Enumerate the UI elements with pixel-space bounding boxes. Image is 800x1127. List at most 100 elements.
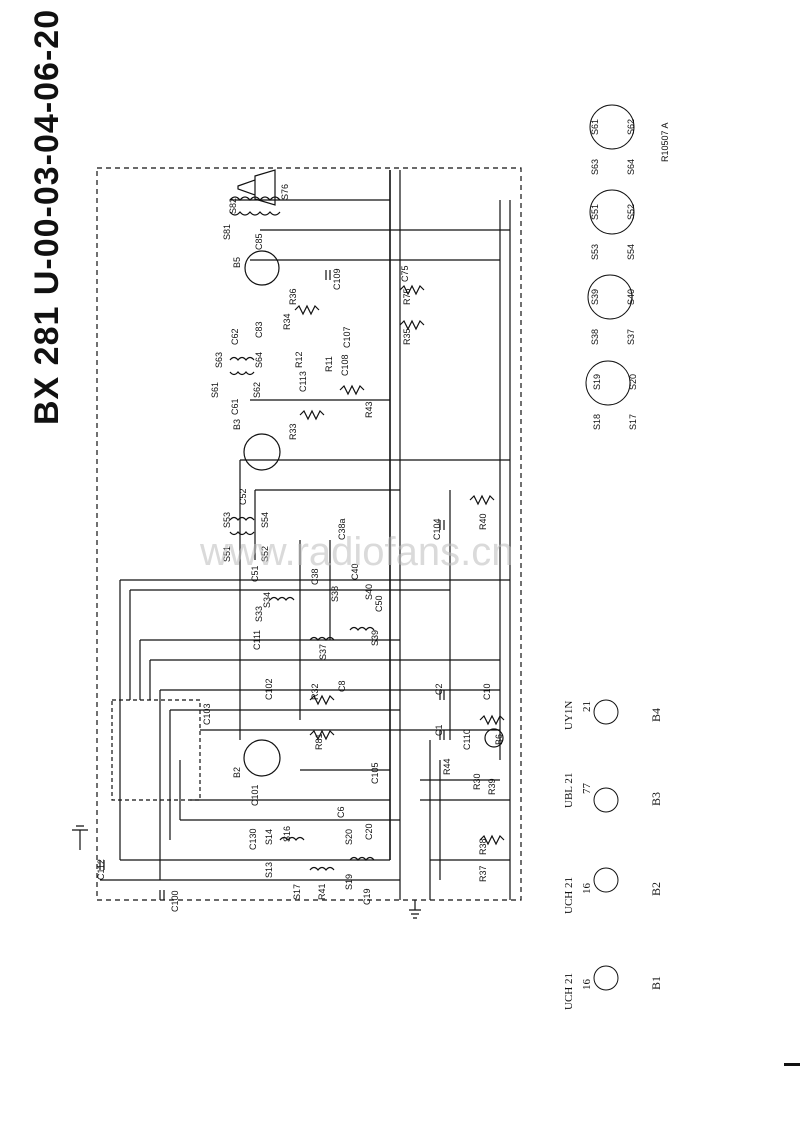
label-c102: C102: [264, 678, 274, 700]
tube-b4-type: UY1N: [563, 701, 575, 730]
label-c108: C108: [340, 354, 350, 376]
pin-base-4: [585, 360, 631, 406]
ground: [409, 900, 421, 919]
label-s63: S63: [214, 352, 224, 368]
label-c52: C52: [238, 488, 248, 505]
label-c20: C20: [364, 823, 374, 840]
label-c85: C85: [254, 233, 264, 250]
label-b6: B6: [494, 734, 504, 745]
label-c38a: C38a: [337, 518, 347, 540]
label-r75: R75: [402, 288, 412, 305]
pin-label: S52: [626, 204, 636, 220]
label-r81: R81: [314, 733, 324, 750]
label-c112: C112: [96, 859, 106, 880]
label-s64: S64: [254, 352, 264, 368]
label-r35: R35: [402, 328, 412, 345]
label-s19: S19: [344, 874, 354, 890]
label-r32: R32: [310, 683, 320, 700]
tube-b2-code: 16: [581, 883, 593, 895]
tube-b3-id: B3: [649, 792, 663, 806]
tube-b1-id: B1: [649, 976, 663, 990]
label-c110: C110: [462, 729, 472, 750]
tube-b2-type: UCH 21: [563, 877, 575, 914]
label-r40: R40: [478, 513, 488, 530]
label-c2: C2: [434, 683, 444, 695]
label-r38: R38: [478, 838, 488, 855]
label-s14: S14: [264, 829, 274, 845]
label-r44: R44: [442, 758, 452, 775]
label-c107: C107: [342, 326, 352, 348]
pin-label: S61: [590, 119, 600, 135]
tube-b6: [484, 728, 504, 748]
tube-b5: [244, 250, 280, 286]
label-c62: C62: [230, 328, 240, 345]
label-c83: C83: [254, 321, 264, 338]
label-s81: S81: [222, 224, 232, 240]
chassis-boundary: [96, 167, 522, 901]
label-r33: R33: [288, 423, 298, 440]
pin-label: S18: [592, 414, 602, 430]
pin-label: S51: [590, 204, 600, 220]
label-c111: C111: [252, 630, 262, 650]
pin-label: S53: [590, 244, 600, 260]
label-s37: S37: [318, 644, 328, 660]
label-b3: B3: [232, 419, 242, 430]
label-c101: C101: [250, 784, 260, 806]
pin-base-1: [589, 104, 635, 150]
label-s40: S40: [364, 584, 374, 600]
label-c40: C40: [350, 563, 360, 580]
label-c10: C10: [482, 683, 492, 700]
label-c105: C105: [370, 762, 380, 784]
label-s61: S61: [210, 382, 220, 398]
pin-label: S20: [628, 374, 638, 390]
edge-mark: [784, 1063, 800, 1066]
label-s38: S38: [330, 586, 340, 602]
wave-switch: [111, 699, 201, 801]
label-r43: R43: [364, 401, 374, 418]
tube-b3-type: UBL 21: [563, 773, 575, 808]
label-c100: C100: [170, 890, 180, 912]
label-s53: S53: [222, 512, 232, 528]
pin-label: S38: [590, 329, 600, 345]
label-s17: S17: [292, 884, 302, 900]
label-c51: C51: [250, 565, 260, 582]
label-s76: S76: [280, 184, 290, 200]
label-s16: S16: [282, 826, 292, 842]
label-c38: C38: [310, 568, 320, 585]
pin-base-b4: [593, 699, 619, 725]
pin-base-2: [589, 189, 635, 235]
pin-label: S62: [626, 119, 636, 135]
watermark: www.radiofans.cn: [199, 530, 513, 574]
pin-label: S40: [626, 289, 636, 305]
tube-b3: [243, 433, 281, 471]
pin-base-b2: [593, 867, 619, 893]
label-c1: C1: [434, 724, 444, 736]
label-c109: C109: [332, 268, 342, 290]
label-r11: R11: [324, 356, 334, 372]
label-c130: C130: [248, 828, 258, 850]
drawing-ref: R10507 A: [660, 122, 670, 162]
label-s62: S62: [252, 382, 262, 398]
label-s54: S54: [260, 512, 270, 528]
label-c103: C103: [202, 703, 212, 725]
pin-base-b3: [593, 787, 619, 813]
label-r12: R12: [294, 351, 304, 368]
pin-label: S39: [590, 289, 600, 305]
label-c104: C104: [432, 518, 442, 540]
label-s13: S13: [264, 862, 274, 878]
label-r41: R41: [317, 883, 327, 900]
pin-label: S19: [592, 374, 602, 390]
tube-b3-code: 77: [581, 783, 593, 795]
antenna: [72, 825, 88, 850]
label-c61: C61: [230, 398, 240, 415]
label-c75: C75: [400, 265, 410, 282]
tube-b4-code: 21: [581, 701, 593, 712]
label-s82: S82: [228, 198, 238, 214]
pin-label: S54: [626, 244, 636, 260]
label-s20: S20: [344, 829, 354, 845]
tube-b2-id: B2: [649, 882, 663, 896]
label-r36: R36: [288, 288, 298, 305]
label-c113: C113: [298, 371, 308, 392]
label-s33: S33: [254, 606, 264, 622]
